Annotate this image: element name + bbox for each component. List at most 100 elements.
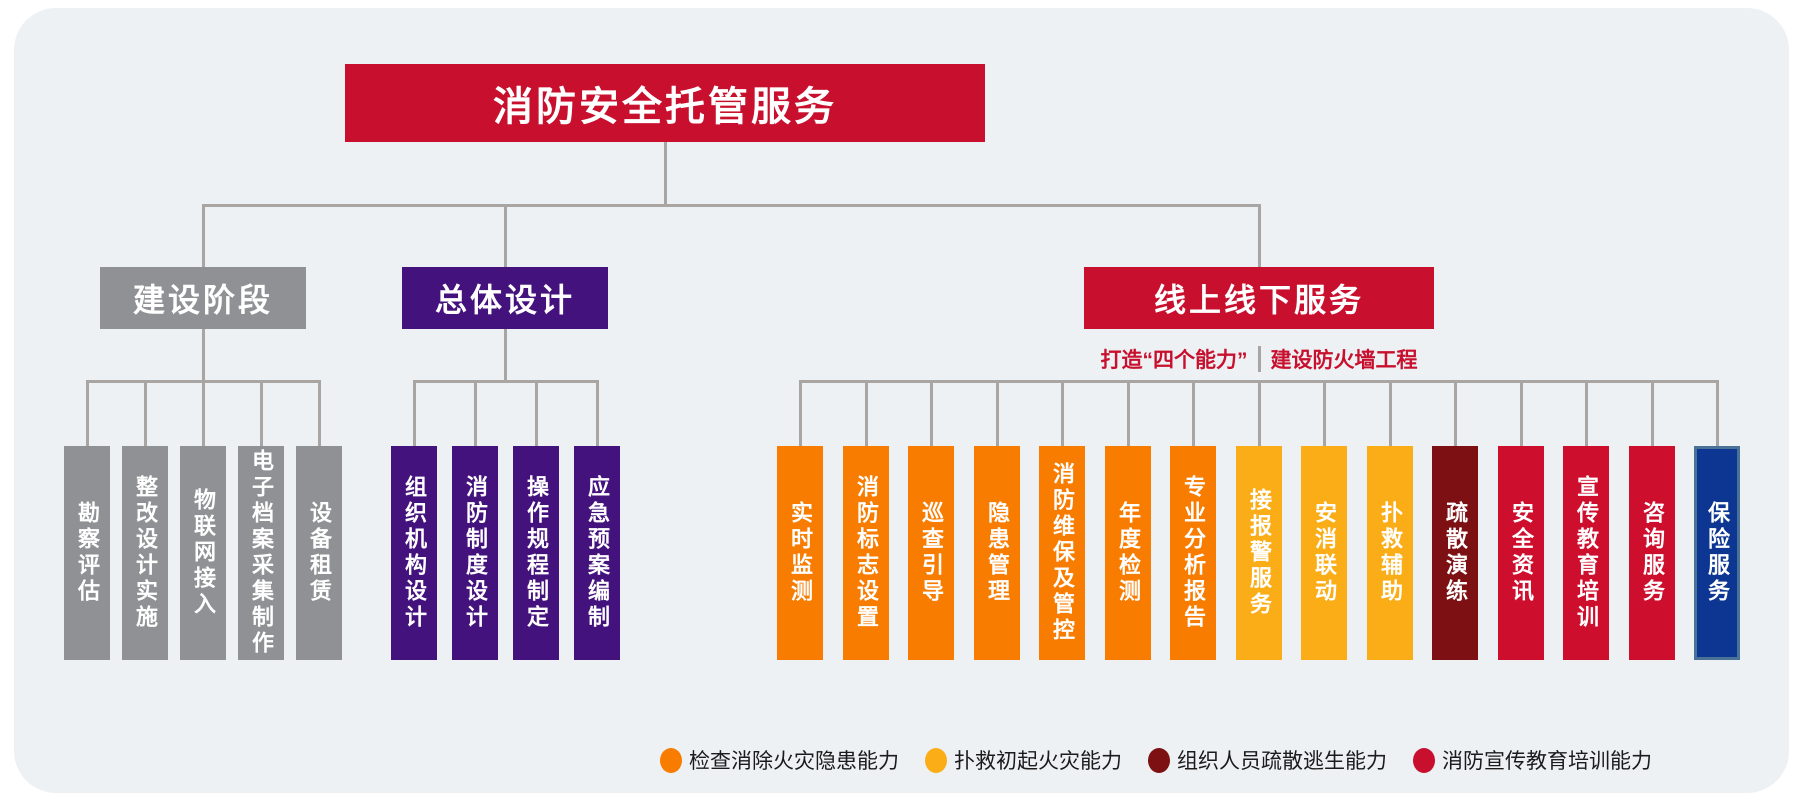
card: 年度检测 bbox=[1105, 446, 1151, 660]
connector-line bbox=[663, 142, 667, 204]
card: 组织机构设计 bbox=[391, 446, 437, 660]
connector-line bbox=[929, 380, 933, 446]
card-label: 隐患管理 bbox=[985, 501, 1010, 605]
card: 安消联动 bbox=[1301, 446, 1347, 660]
subtitle-left-text: 打造“四个能力” bbox=[1100, 349, 1248, 372]
legend-label: 消防宣传教育培训能力 bbox=[1442, 750, 1652, 773]
connector-line bbox=[201, 204, 205, 267]
card: 宣传教育培训 bbox=[1563, 446, 1609, 660]
service-subtitle: 打造“四个能力” 建设防火墙工程 bbox=[1084, 342, 1434, 376]
card-label: 操作规程制定 bbox=[524, 475, 549, 631]
branch-box-online-offline-service: 线上线下服务 bbox=[1084, 267, 1434, 329]
subtitle-divider bbox=[1257, 346, 1261, 372]
card: 实时监测 bbox=[777, 446, 823, 660]
legend: 检查消除火灾隐患能力 扑救初起火灾能力 组织人员疏散逃生能力 消防宣传教育培训能… bbox=[660, 745, 1652, 775]
card-label: 实时监测 bbox=[788, 501, 813, 605]
branch-box-overall-design: 总体设计 bbox=[402, 267, 608, 329]
connector-line bbox=[412, 380, 599, 383]
card-label: 疏散演练 bbox=[1443, 501, 1468, 605]
connector-line bbox=[864, 380, 868, 446]
legend-dot-red bbox=[1413, 747, 1435, 773]
card-label: 安消联动 bbox=[1312, 501, 1337, 605]
card-label: 宣传教育培训 bbox=[1574, 475, 1599, 631]
connector-line bbox=[259, 380, 263, 446]
card-label: 设备租赁 bbox=[307, 501, 332, 605]
card-label: 物联网接入 bbox=[191, 488, 216, 618]
legend-item: 扑救初起火灾能力 bbox=[925, 745, 1122, 775]
card: 物联网接入 bbox=[180, 446, 226, 660]
card: 隐患管理 bbox=[974, 446, 1020, 660]
connector-line bbox=[798, 380, 1719, 383]
connector-line bbox=[85, 380, 89, 446]
card-label: 安全资讯 bbox=[1509, 501, 1534, 605]
card: 疏散演练 bbox=[1432, 446, 1478, 660]
connector-line bbox=[1453, 380, 1457, 446]
card: 消防标志设置 bbox=[843, 446, 889, 660]
connector-line bbox=[85, 380, 321, 383]
connector-line bbox=[1126, 380, 1130, 446]
card: 巡查引导 bbox=[908, 446, 954, 660]
connector-line bbox=[317, 380, 321, 446]
card-label: 年度检测 bbox=[1116, 501, 1141, 605]
connector-line bbox=[503, 204, 507, 267]
connector-line bbox=[1584, 380, 1588, 446]
card-label: 接报警服务 bbox=[1247, 488, 1272, 618]
connector-line bbox=[1257, 380, 1261, 446]
card: 消防制度设计 bbox=[452, 446, 498, 660]
card: 咨询服务 bbox=[1629, 446, 1675, 660]
connector-line bbox=[1388, 380, 1392, 446]
card-label: 扑救辅助 bbox=[1378, 501, 1403, 605]
legend-item: 检查消除火灾隐患能力 bbox=[660, 745, 899, 775]
card-label: 保险服务 bbox=[1705, 501, 1730, 605]
connector-line bbox=[1191, 380, 1195, 446]
connector-line bbox=[798, 380, 802, 446]
card: 勘察评估 bbox=[64, 446, 110, 660]
connector-line bbox=[473, 380, 477, 446]
card-label: 电子档案采集制作 bbox=[249, 449, 274, 657]
card-label: 消防标志设置 bbox=[854, 475, 879, 631]
connector-line bbox=[1257, 204, 1261, 267]
legend-label: 检查消除火灾隐患能力 bbox=[689, 750, 899, 773]
legend-dot-maroon bbox=[1148, 747, 1170, 773]
connector-line bbox=[1322, 380, 1326, 446]
connector-line bbox=[503, 329, 507, 380]
card-insurance: 保险服务 bbox=[1694, 446, 1740, 660]
card-label: 咨询服务 bbox=[1640, 501, 1665, 605]
legend-item: 消防宣传教育培训能力 bbox=[1413, 745, 1652, 775]
connector-line bbox=[595, 380, 599, 446]
card-label: 巡查引导 bbox=[919, 501, 944, 605]
legend-dot-amber bbox=[925, 747, 947, 773]
connector-line bbox=[534, 380, 538, 446]
connector-line bbox=[1060, 380, 1064, 446]
connector-line bbox=[1715, 380, 1719, 446]
connector-line bbox=[1650, 380, 1654, 446]
legend-item: 组织人员疏散逃生能力 bbox=[1148, 745, 1387, 775]
connector-line bbox=[1519, 380, 1523, 446]
card: 应急预案编制 bbox=[574, 446, 620, 660]
connector-line bbox=[201, 329, 205, 380]
card-label: 应急预案编制 bbox=[585, 475, 610, 631]
connector-line bbox=[143, 380, 147, 446]
card-label: 消防维保及管控 bbox=[1050, 462, 1075, 644]
card: 电子档案采集制作 bbox=[238, 446, 284, 660]
card: 操作规程制定 bbox=[513, 446, 559, 660]
legend-label: 扑救初起火灾能力 bbox=[954, 750, 1122, 773]
connector-line bbox=[201, 380, 205, 446]
card: 设备租赁 bbox=[296, 446, 342, 660]
root-node-title: 消防安全托管服务 bbox=[345, 64, 985, 142]
card-label: 组织机构设计 bbox=[402, 475, 427, 631]
card: 整改设计实施 bbox=[122, 446, 168, 660]
connector-line bbox=[412, 380, 416, 446]
card-label: 专业分析报告 bbox=[1181, 475, 1206, 631]
legend-label: 组织人员疏散逃生能力 bbox=[1177, 750, 1387, 773]
card: 专业分析报告 bbox=[1170, 446, 1216, 660]
legend-dot-orange bbox=[660, 747, 682, 773]
card: 接报警服务 bbox=[1236, 446, 1282, 660]
branch-box-construction: 建设阶段 bbox=[100, 267, 306, 329]
card: 扑救辅助 bbox=[1367, 446, 1413, 660]
card: 消防维保及管控 bbox=[1039, 446, 1085, 660]
card-label: 消防制度设计 bbox=[463, 475, 488, 631]
card-label: 勘察评估 bbox=[75, 501, 100, 605]
card: 安全资讯 bbox=[1498, 446, 1544, 660]
